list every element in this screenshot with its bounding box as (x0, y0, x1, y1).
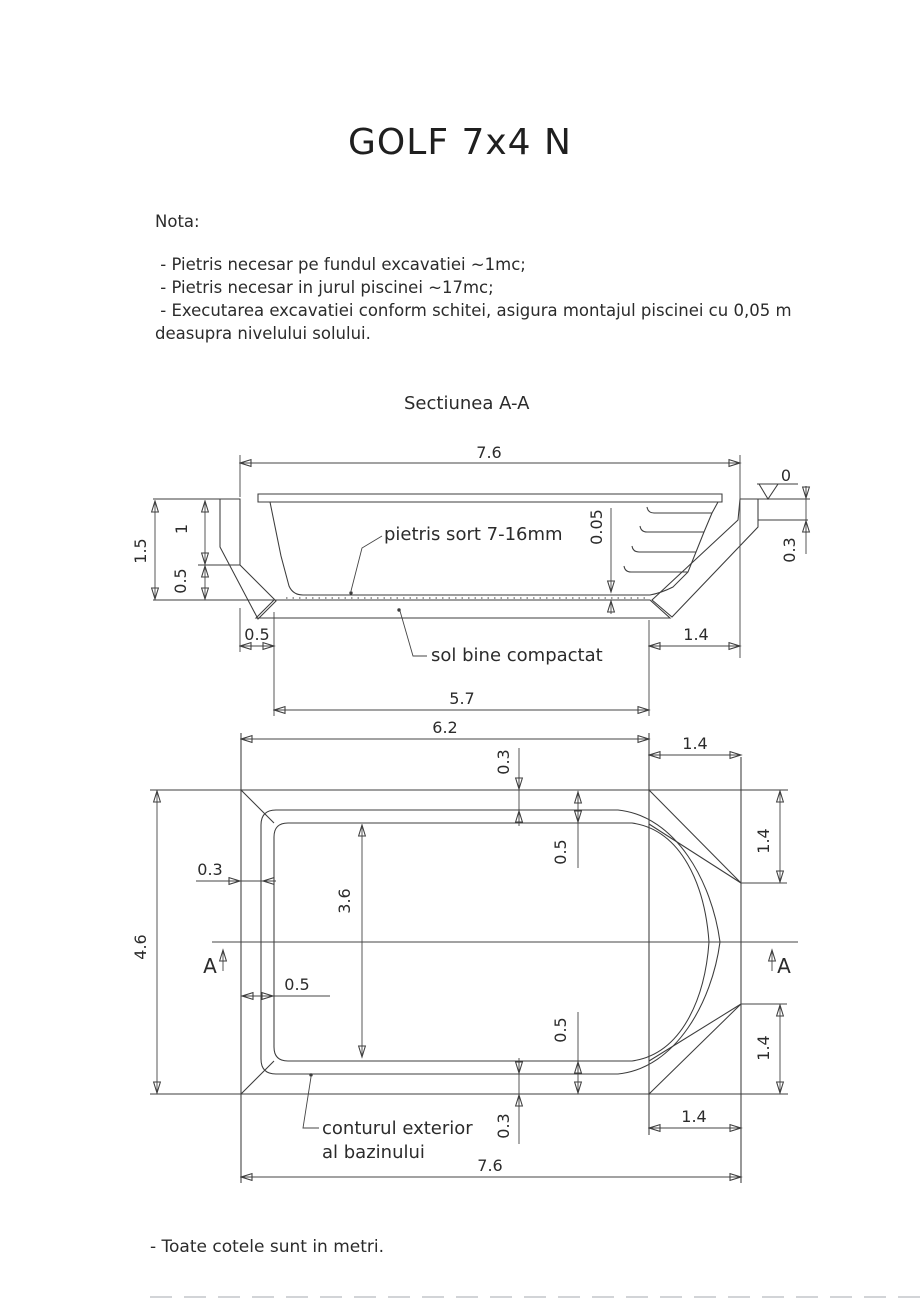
dim-section-lower-depth: 0.5 (171, 566, 205, 599)
svg-text:0.3: 0.3 (197, 860, 222, 879)
svg-text:0.5: 0.5 (171, 568, 190, 593)
dim-right-top-height: 1.4 (741, 791, 787, 883)
svg-text:0.3: 0.3 (494, 1113, 513, 1138)
svg-text:0.5: 0.5 (244, 625, 269, 644)
dim-section-upper-depth: 1 (172, 501, 205, 564)
a-marker-right: A (777, 954, 791, 978)
svg-text:1.5: 1.5 (131, 538, 150, 563)
svg-text:0.5: 0.5 (551, 1017, 570, 1042)
svg-text:7.6: 7.6 (477, 1156, 502, 1175)
dim-plan-top-width: 6.2 (241, 718, 649, 739)
dim-gravel-thickness: 0.05 (587, 508, 616, 614)
pool-steps (623, 506, 712, 573)
dim-right-edge-depth: 0.3 (780, 486, 811, 563)
soil-label: sol bine compactat (431, 645, 603, 666)
plan-drawing: A A 6.2 1.4 0.3 0.5 0.3 0.5 3.6 (131, 718, 798, 1183)
svg-text:1.4: 1.4 (683, 625, 708, 644)
a-marker-left: A (203, 954, 217, 978)
svg-text:0.05: 0.05 (587, 509, 606, 545)
svg-text:4.6: 4.6 (131, 934, 150, 959)
svg-text:6.2: 6.2 (432, 718, 457, 737)
dim-wall-offset-left: 0.5 (240, 975, 330, 1001)
scan-artifact-line (150, 1296, 920, 1298)
dim-section-total-depth: 1.5 (131, 501, 155, 599)
outline-callout: conturul exterior al bazinului (302, 1073, 473, 1163)
svg-text:1.4: 1.4 (754, 828, 773, 853)
datum-level-marker: 0 (757, 466, 798, 500)
notes-block: Nota: - Pietris necesar pe fundul excava… (155, 210, 873, 345)
dim-lip-offset-top: 0.3 (494, 748, 524, 826)
dim-lip-offset-bottom: 0.3 (494, 1058, 524, 1144)
dim-left-slope-run: 0.5 (240, 608, 274, 716)
svg-text:0.3: 0.3 (494, 749, 513, 774)
datum-zero-label: 0 (781, 466, 791, 485)
svg-text:1.4: 1.4 (681, 1107, 706, 1126)
svg-text:0.5: 0.5 (551, 839, 570, 864)
dim-wall-offset-bottom: 0.5 (551, 1012, 583, 1095)
dim-section-total-width: 7.6 (240, 443, 740, 658)
footer-note: - Toate cotele sunt in metri. (150, 1237, 385, 1257)
note-line: - Pietris necesar pe fundul excavatiei ~… (155, 255, 526, 274)
soil-callout: sol bine compactat (397, 608, 603, 666)
section-line-a-a: A A (203, 941, 798, 978)
dim-section-bottom-width: 5.7 (274, 689, 649, 710)
note-line: - Executarea excavatiei conform schitei,… (155, 301, 797, 343)
dim-pool-inner-width: 3.6 (335, 825, 362, 1057)
svg-text:0.3: 0.3 (780, 537, 799, 562)
dim-right-bottom-height: 1.4 (741, 1003, 787, 1093)
svg-text:3.6: 3.6 (335, 888, 354, 913)
dim-right-slope-run: 1.4 (649, 620, 740, 716)
excavation-hatching (219, 498, 759, 620)
gravel-label: pietris sort 7-16mm (384, 524, 563, 545)
svg-text:1.4: 1.4 (754, 1035, 773, 1060)
outline-label-line2: al bazinului (322, 1142, 425, 1163)
dim-plan-bottom-width: 7.6 (241, 1156, 741, 1177)
note-line: - Pietris necesar in jurul piscinei ~17m… (155, 278, 494, 297)
page-title: GOLF 7x4 N (348, 122, 572, 163)
notes-heading: Nota: (155, 212, 200, 231)
gravel-callout: pietris sort 7-16mm (349, 524, 563, 595)
svg-text:1.4: 1.4 (682, 734, 707, 753)
outline-label-line1: conturul exterior (322, 1118, 473, 1139)
svg-text:7.6: 7.6 (476, 443, 501, 462)
dim-wall-offset-top: 0.5 (551, 790, 583, 868)
svg-text:5.7: 5.7 (449, 689, 474, 708)
svg-text:0.5: 0.5 (284, 975, 309, 994)
excavation-outline (150, 733, 788, 1183)
dim-plan-top-right-width: 1.4 (649, 734, 741, 755)
svg-text:1: 1 (172, 524, 191, 534)
dim-bottom-right-width: 1.4 (649, 1107, 741, 1128)
section-drawing: 0 pietris sort 7-16mm sol bine compactat… (131, 443, 811, 716)
pool-section-profile (257, 493, 723, 599)
section-title: Sectiunea A-A (404, 393, 530, 414)
corner-cut-lines (240, 789, 742, 1095)
dim-lip-offset-left: 0.3 (196, 860, 276, 886)
dim-plan-total-height: 4.6 (131, 791, 157, 1093)
